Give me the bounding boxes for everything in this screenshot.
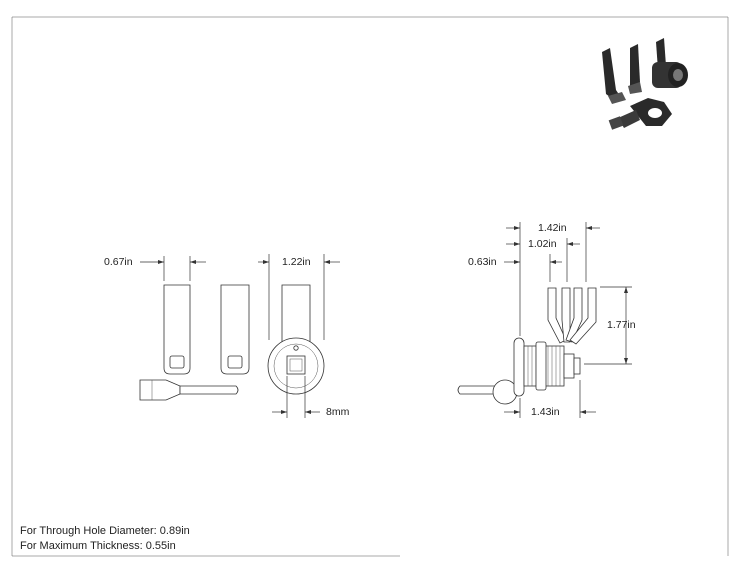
note-hole-diameter: For Through Hole Diameter: 0.89in bbox=[20, 525, 190, 537]
dim-122 bbox=[258, 254, 340, 340]
key-side-view bbox=[139, 379, 239, 401]
cam-lock-kit-isometric-icon bbox=[602, 38, 688, 130]
cam-bar-1 bbox=[163, 284, 191, 375]
dim-label-143: 1.43in bbox=[531, 406, 560, 418]
cam-bar-2 bbox=[220, 284, 250, 375]
dim-label-067: 0.67in bbox=[104, 256, 133, 268]
lock-front-view bbox=[267, 337, 325, 395]
lock-side-view bbox=[457, 287, 597, 405]
dim-label-102: 1.02in bbox=[528, 238, 557, 250]
dim-142 bbox=[506, 222, 600, 336]
note-max-thickness: For Maximum Thickness: 0.55in bbox=[20, 540, 176, 552]
dim-8mm bbox=[272, 376, 320, 418]
dim-label-063: 0.63in bbox=[468, 256, 497, 268]
dim-143 bbox=[504, 380, 596, 418]
dim-102 bbox=[506, 238, 580, 282]
dim-label-142: 1.42in bbox=[538, 222, 567, 234]
dim-label-177: 1.77in bbox=[607, 319, 636, 331]
cam-bar-3 bbox=[281, 284, 311, 346]
dim-label-8mm: 8mm bbox=[326, 406, 350, 418]
dim-067 bbox=[140, 256, 206, 281]
dim-label-122: 1.22in bbox=[282, 256, 311, 268]
dim-063 bbox=[504, 254, 562, 282]
dim-177 bbox=[584, 286, 632, 365]
